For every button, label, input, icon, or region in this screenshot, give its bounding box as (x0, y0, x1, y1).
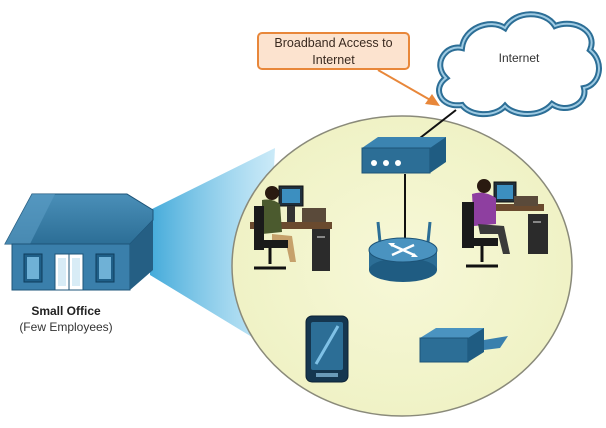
wireless-router-icon (368, 221, 438, 282)
small-office-house-icon (4, 193, 154, 291)
employee-workstation-right-icon (462, 179, 548, 268)
office-subtitle: (Few Employees) (19, 320, 113, 334)
broadband-access-callout: Broadband Access to Internet (257, 32, 410, 70)
office-title: Small Office (31, 304, 101, 318)
modem-to-internet-link (419, 109, 457, 139)
smartphone-icon (305, 315, 349, 383)
internet-cloud-icon (436, 11, 602, 118)
internet-label: Internet (498, 51, 540, 65)
employee-workstation-left-icon (250, 185, 332, 271)
printer-icon (419, 328, 508, 363)
broadband-modem-icon (361, 137, 446, 174)
callout-label: Broadband Access to Internet (274, 36, 393, 67)
callout-arrow (377, 69, 440, 106)
